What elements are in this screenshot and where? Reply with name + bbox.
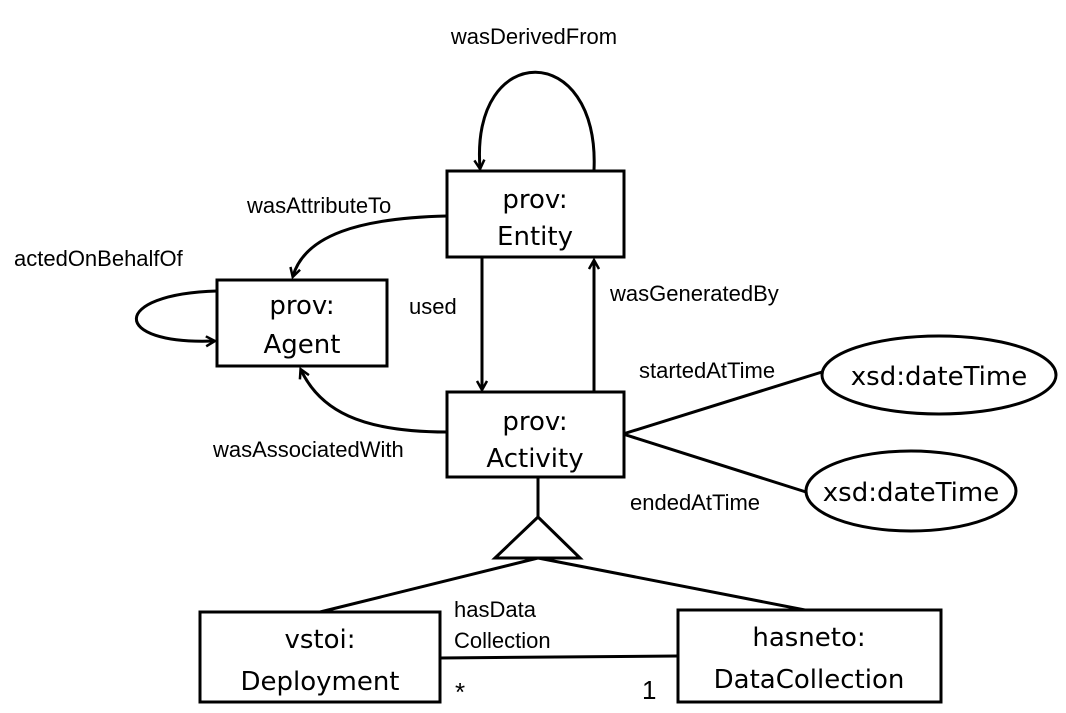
datetime-end-node: xsd:dateTime: [804, 449, 1018, 533]
was-attribute-to-edge: [293, 214, 448, 276]
deployment-label-1: vstoi:: [284, 625, 355, 655]
multiplicity-deployment: *: [455, 677, 465, 707]
entity-label-2: Entity: [497, 222, 573, 252]
used-label: used: [409, 294, 457, 319]
entity-node: prov: Entity: [445, 169, 626, 259]
agent-label-2: Agent: [264, 330, 341, 360]
generalization-line-datacollection: [537, 556, 806, 612]
datetime-start-node: xsd:dateTime: [820, 334, 1058, 416]
was-attribute-to-label: wasAttributeTo: [246, 193, 391, 218]
was-associated-with-edge: [301, 370, 448, 434]
was-derived-from-edge: [479, 70, 596, 170]
activity-node: prov: Activity: [445, 390, 626, 479]
deployment-node: vstoi: Deployment: [198, 610, 442, 704]
datacollection-label-1: hasneto:: [752, 623, 865, 653]
datacollection-label-2: DataCollection: [714, 665, 905, 695]
has-data-collection-edge: [439, 654, 679, 660]
datetime-start-label: xsd:dateTime: [851, 362, 1027, 392]
was-associated-with-label: wasAssociatedWith: [212, 437, 404, 462]
has-data-collection-label-2: Collection: [454, 628, 551, 653]
was-generated-by-label: wasGeneratedBy: [609, 281, 779, 306]
deployment-label-2: Deployment: [240, 667, 399, 697]
started-at-time-label: startedAtTime: [639, 358, 775, 383]
started-at-time-edge: [622, 370, 823, 436]
agent-label-1: prov:: [269, 291, 334, 321]
multiplicity-datacollection: 1: [642, 675, 656, 705]
was-derived-from-label: wasDerivedFrom: [450, 24, 617, 49]
agent-node: prov: Agent: [215, 278, 389, 368]
ended-at-time-edge: [622, 432, 807, 494]
activity-label-1: prov:: [502, 407, 567, 437]
entity-label-1: prov:: [502, 185, 567, 215]
datacollection-node: hasneto: DataCollection: [676, 608, 943, 704]
generalization-triangle: [491, 514, 584, 560]
acted-on-behalf-of-edge: [135, 289, 217, 341]
acted-on-behalf-of-label: actedOnBehalfOf: [14, 246, 184, 271]
datetime-end-label: xsd:dateTime: [823, 478, 999, 508]
generalization-line-deployment: [319, 556, 539, 614]
activity-label-2: Activity: [486, 444, 583, 474]
ended-at-time-label: endedAtTime: [630, 490, 760, 515]
has-data-collection-label-1: hasData: [454, 597, 537, 622]
